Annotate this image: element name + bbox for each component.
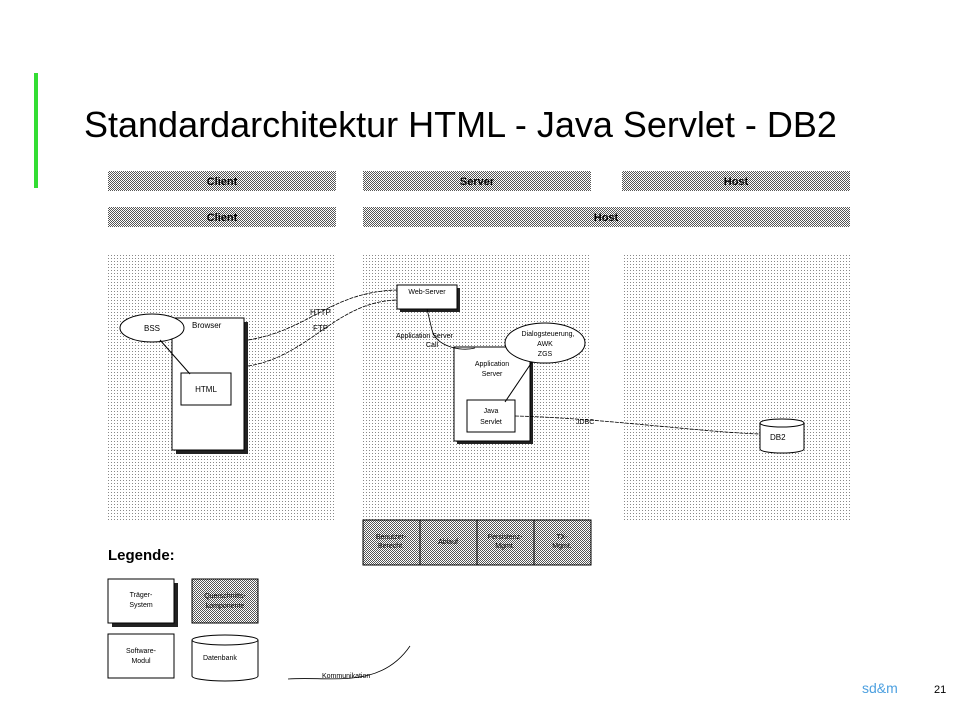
svg-text:Servlet: Servlet — [480, 419, 502, 426]
dialog-servlet-link — [504, 361, 533, 403]
svg-text:AWK: AWK — [537, 341, 553, 348]
page-number: 21 — [934, 684, 947, 696]
cross-component-label: Ablauf — [438, 539, 458, 546]
tier-label: Host — [594, 212, 619, 224]
tier-label: Server — [460, 176, 495, 188]
db2-node: DB2 — [759, 418, 805, 454]
bss-label: BSS — [144, 324, 160, 333]
tier-header-client-2: Client — [108, 207, 336, 227]
html-label: HTML — [195, 385, 217, 394]
cross-component-label: Mgmt. — [552, 543, 572, 550]
call-curve — [431, 329, 476, 350]
bss-html-link — [159, 339, 191, 375]
svg-text:Querschnitts-: Querschnitts- — [204, 593, 246, 600]
html-node: HTML — [180, 372, 232, 406]
svg-text:Application: Application — [475, 361, 509, 368]
legend-database: Datenbank — [191, 634, 259, 682]
svg-text:Modul: Modul — [131, 658, 151, 665]
webserver-call-link — [426, 308, 433, 331]
cross-component-label: TX- — [556, 534, 568, 541]
tier-header-server: Server — [363, 171, 591, 191]
legend-communication: Kommunikation — [287, 645, 411, 680]
legend-title: Legende: — [108, 547, 175, 564]
svg-text:Datenbank: Datenbank — [203, 655, 237, 662]
svg-text:Call: Call — [426, 342, 439, 349]
svg-text:Kommunikation: Kommunikation — [322, 673, 370, 680]
tier-label: Client — [207, 176, 238, 188]
svg-text:Server: Server — [482, 371, 503, 378]
slide-title: Standardarchitektur HTML - Java Servlet … — [84, 104, 837, 145]
legend-software-module: Software- Modul — [107, 633, 175, 679]
cross-components-row: Benutzer- Berecht. Ablauf Persistenz- Mg… — [362, 519, 592, 566]
accent-bar — [34, 73, 38, 188]
jdbc-label: JDBC — [576, 419, 594, 426]
legend-cross-component: Querschnitts- komponente — [191, 578, 259, 624]
jdbc-connection: JDBC — [514, 415, 761, 435]
cross-component-label: Benutzer- — [376, 534, 407, 541]
ftp-label: FTP — [313, 324, 328, 333]
footer-brand: sd&m — [862, 680, 898, 696]
web-server-node: Web-Server — [396, 284, 460, 312]
dialog-control-node: Dialogsteuerung, AWK ZGS — [504, 322, 586, 364]
svg-text:Dialogsteuerung,: Dialogsteuerung, — [522, 331, 575, 338]
app-server-call-label: Application Server Call — [396, 333, 453, 349]
db2-label: DB2 — [770, 433, 786, 442]
cross-component-label: Persistenz- — [487, 534, 523, 541]
legend-carrier: Träger- System — [107, 578, 178, 627]
svg-text:Träger-: Träger- — [130, 592, 153, 599]
tier-label: Client — [207, 212, 238, 224]
tier-header-host-1: Host — [622, 171, 850, 191]
svg-text:komponente: komponente — [206, 603, 245, 610]
svg-text:Java: Java — [484, 408, 499, 415]
http-label: HTTP — [310, 308, 331, 317]
cross-component-label: Mgmt. — [495, 543, 515, 550]
cross-component-label: Berecht. — [378, 543, 404, 550]
svg-text:ZGS: ZGS — [538, 351, 553, 358]
tier-header-client-1: Client — [108, 171, 336, 191]
browser-label: Browser — [192, 321, 222, 330]
svg-text:Software-: Software- — [126, 648, 157, 655]
web-server-label: Web-Server — [408, 289, 446, 296]
bss-node: BSS — [119, 313, 185, 343]
tier-label: Host — [724, 176, 749, 188]
host-area — [622, 254, 850, 520]
svg-text:System: System — [129, 602, 153, 609]
tier-header-host-2: Host — [363, 207, 850, 227]
svg-text:Application Server: Application Server — [396, 333, 453, 340]
http-ftp-connection: HTTP FTP — [247, 289, 398, 367]
java-servlet-node: Java Servlet — [466, 399, 516, 433]
